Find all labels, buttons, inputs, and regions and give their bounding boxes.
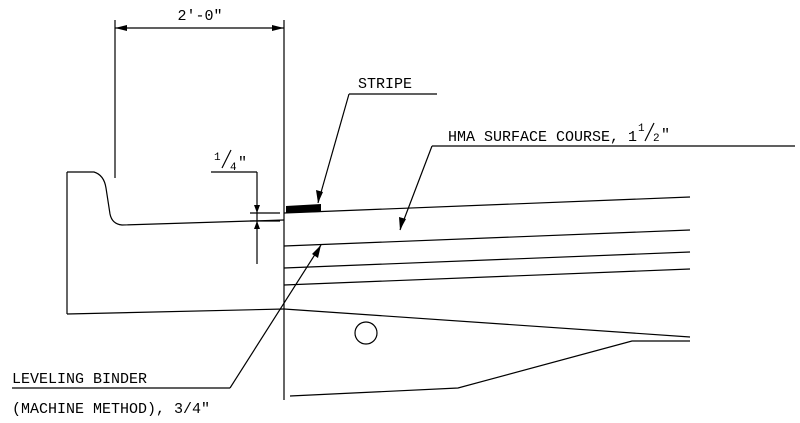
dimension-arrow-right	[272, 25, 284, 31]
stripe-leader	[317, 93, 350, 204]
leveling-leader-arrow	[312, 245, 321, 258]
machine-method-label: (MACHINE METHOD), 3/4"	[12, 401, 210, 418]
hma-fraction-slash	[644, 122, 655, 142]
stripe-block	[286, 204, 321, 213]
hma-surface-callout: HMA SURFACE COURSE, 1 1 2 "	[399, 122, 795, 231]
quarter-inch-dimension: 1 4 "	[211, 149, 280, 264]
hma-leader-arrow	[399, 217, 406, 230]
underdrain-circle	[354, 321, 378, 345]
quarter-arrow-top	[254, 205, 260, 213]
curb-bottom-line	[66, 308, 285, 315]
stripe-label: STRIPE	[358, 76, 412, 93]
quarter-arrow-bottom	[254, 221, 260, 229]
hma-surface-top-line	[283, 196, 691, 214]
subgrade-line	[289, 340, 690, 397]
stripe-callout: STRIPE	[286, 76, 437, 213]
quarter-fraction-slash	[221, 149, 232, 169]
hma-fraction-denominator: 2	[653, 133, 660, 145]
width-dimension-label: 2'-0"	[177, 8, 222, 25]
dimension-arrow-left	[115, 25, 127, 31]
leveling-binder-callout: LEVELING BINDER (MACHINE METHOD), 3/4"	[12, 244, 322, 418]
quarter-fraction-denominator: 4	[230, 162, 237, 174]
stripe-leader-arrow	[316, 190, 323, 203]
existing-pavement-line	[283, 268, 691, 286]
pavement-layers	[283, 196, 691, 338]
hma-fraction-numerator: 1	[638, 123, 645, 135]
curb-gutter-outline	[67, 171, 285, 226]
base-course-line	[283, 308, 691, 338]
leveling-leader	[229, 244, 322, 389]
hma-label-text: HMA SURFACE COURSE, 1	[448, 129, 637, 146]
hma-inch-mark: "	[661, 127, 670, 144]
leveling-binder-label: LEVELING BINDER	[12, 371, 147, 388]
hma-surface-bottom-line	[283, 229, 691, 247]
width-dimension: 2'-0"	[114, 8, 285, 400]
quarter-fraction-numerator: 1	[214, 152, 221, 164]
quarter-inch-mark: "	[238, 155, 247, 172]
leveling-binder-bottom-line	[283, 251, 691, 269]
hma-leader	[399, 145, 433, 231]
